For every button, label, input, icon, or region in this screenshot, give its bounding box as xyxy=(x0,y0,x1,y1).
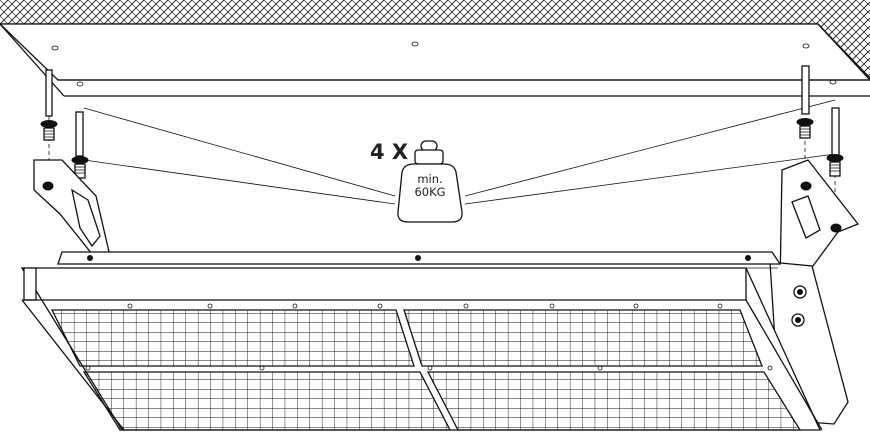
weight-icon: min. 60KG xyxy=(397,140,463,223)
left-mounting-bracket xyxy=(33,159,111,265)
fixture-rail xyxy=(57,251,782,269)
quantity-label: 4 X xyxy=(370,140,408,164)
weight-label-value: 60KG xyxy=(414,185,445,199)
anchor-bolt-icon xyxy=(40,69,58,188)
led-panel-fixture xyxy=(20,267,823,431)
ceiling-slab xyxy=(0,23,870,97)
weight-label-min: min. xyxy=(417,172,442,186)
anchor-bolt-icon xyxy=(71,111,89,200)
load-lines xyxy=(83,99,836,205)
